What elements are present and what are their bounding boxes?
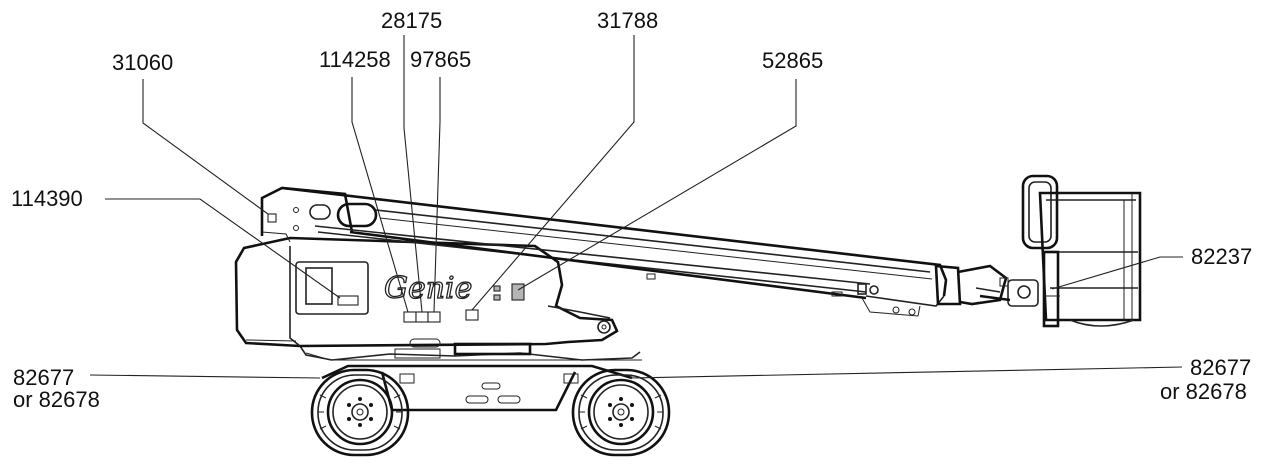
label-31060: 31060 — [112, 50, 173, 75]
leader-82677-left — [89, 374, 321, 379]
label-82677-left: 82677 — [13, 365, 74, 390]
leader-114390 — [105, 198, 341, 299]
jib — [957, 264, 1039, 307]
leader-31788 — [471, 35, 635, 311]
wheel-left — [310, 368, 410, 457]
leader-114258 — [351, 77, 409, 313]
label-82678-right: or 82678 — [1160, 379, 1247, 404]
decal-114258 — [403, 311, 417, 323]
label-114258: 114258 — [319, 47, 391, 72]
decal-31060 — [267, 213, 277, 223]
label-31788: 31788 — [597, 8, 658, 33]
label-82678-left: or 82678 — [13, 387, 100, 412]
leader-82237 — [1051, 256, 1183, 290]
decal-97865 — [427, 311, 441, 323]
label-97865: 97865 — [410, 47, 471, 72]
genie-logo: Genie — [384, 271, 472, 306]
wheel-right — [571, 368, 671, 457]
platform — [1021, 174, 1142, 328]
chassis — [299, 342, 642, 412]
leader-82677-right — [629, 366, 1183, 379]
boom-lift-drawing: Genie — [234, 174, 1142, 457]
leader-97865 — [433, 77, 441, 313]
decal-52865 — [511, 283, 525, 301]
leader-31060 — [142, 79, 269, 215]
label-82677-right: 82677 — [1190, 355, 1251, 380]
label-28175: 28175 — [381, 8, 442, 33]
decals: Genie — [267, 213, 525, 323]
chassis-decal-right — [563, 373, 579, 384]
callout-labels: 31060 114390 114258 28175 97865 31788 52… — [11, 8, 1252, 412]
decal-31788 — [465, 309, 479, 321]
label-82237: 82237 — [1191, 244, 1252, 269]
decal-28175 — [415, 311, 429, 323]
leader-lines — [89, 35, 1183, 379]
label-114390: 114390 — [11, 186, 83, 211]
chassis-decal-left — [399, 373, 415, 384]
leader-52865 — [517, 79, 797, 291]
decal-114390 — [337, 295, 359, 306]
leader-28175 — [403, 35, 423, 313]
label-52865: 52865 — [762, 48, 823, 73]
